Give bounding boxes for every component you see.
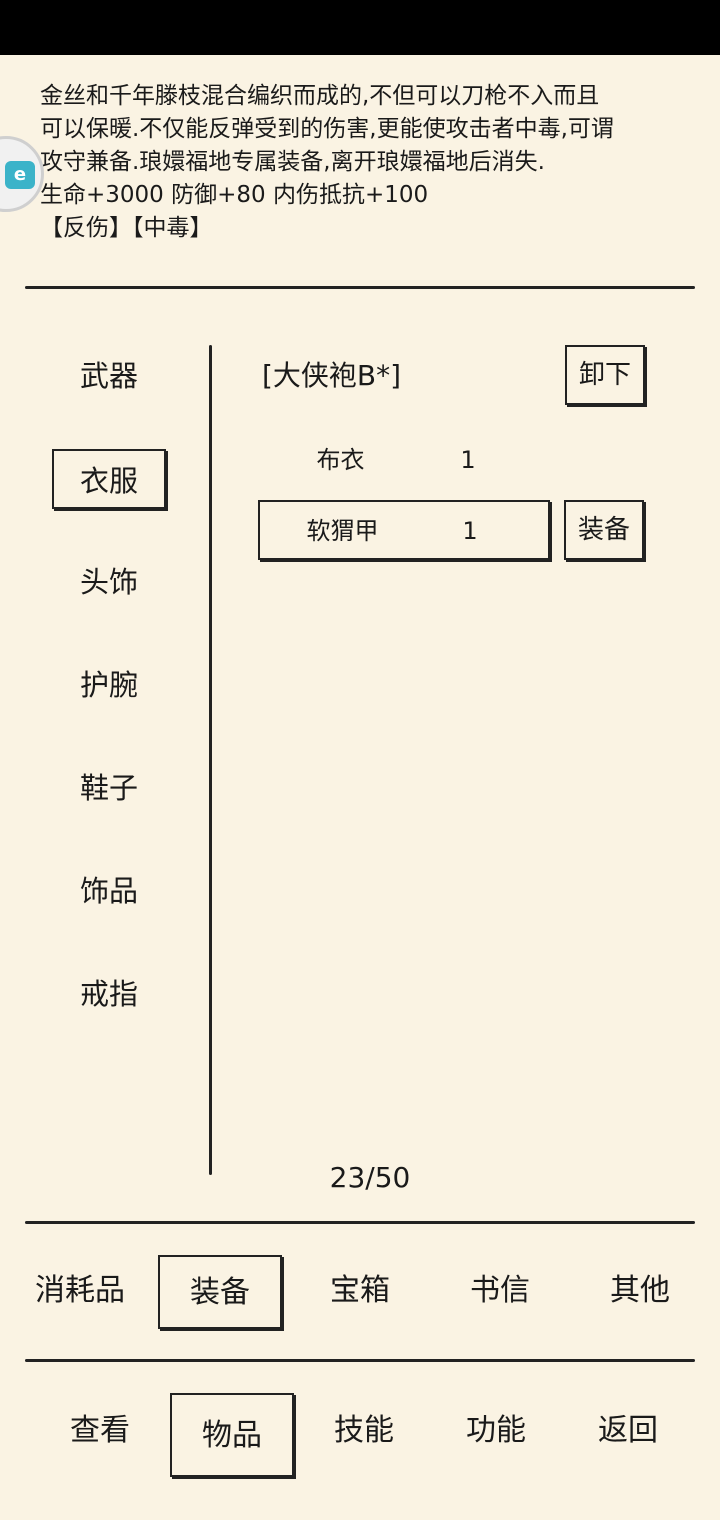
item-name: 软猬甲	[306, 517, 379, 545]
divider-nav	[25, 1359, 695, 1362]
nav-view[interactable]: 查看	[70, 1413, 130, 1448]
sidebar-item-clothes[interactable]: 衣服	[52, 449, 166, 509]
status-bar	[0, 0, 720, 55]
item-description: 金丝和千年滕枝混合编织而成的,不但可以刀枪不入而且 可以保暖.不仅能反弹受到的伤…	[40, 80, 700, 245]
sidebar-item-accessory[interactable]: 饰品	[79, 874, 138, 908]
description-line: 可以保暖.不仅能反弹受到的伤害,更能使攻击者中毒,可谓	[40, 116, 614, 142]
sidebar-divider	[209, 345, 212, 1175]
description-line: 攻守兼备.琅嬛福地专属装备,离开琅嬛福地后消失.	[40, 149, 545, 175]
divider-category	[25, 1221, 695, 1224]
nav-back[interactable]: 返回	[598, 1413, 658, 1448]
list-item-cloth[interactable]: 布衣 1	[258, 431, 550, 491]
item-effects: 【反伤】【中毒】	[40, 215, 213, 241]
sidebar-item-shoes[interactable]: 鞋子	[79, 771, 138, 805]
sidebar-item-bracer[interactable]: 护腕	[79, 668, 138, 702]
description-line: 金丝和千年滕枝混合编织而成的,不但可以刀枪不入而且	[40, 83, 600, 109]
floating-assistant-glyph: e	[5, 161, 35, 189]
divider-top	[25, 286, 695, 289]
equip-button[interactable]: 装备	[564, 500, 644, 560]
inventory-count: 23/50	[329, 1161, 411, 1194]
item-quantity: 1	[460, 446, 476, 474]
tab-treasure-chest[interactable]: 宝箱	[330, 1273, 390, 1308]
nav-functions[interactable]: 功能	[466, 1413, 526, 1448]
floating-assistant-icon[interactable]: e	[0, 136, 44, 212]
sidebar-item-headwear[interactable]: 头饰	[79, 565, 138, 599]
list-item-soft-armor[interactable]: 软猬甲 1	[258, 500, 550, 560]
sidebar-item-weapon[interactable]: 武器	[79, 359, 138, 393]
item-quantity: 1	[462, 517, 478, 545]
tab-consumables[interactable]: 消耗品	[35, 1273, 125, 1308]
item-name: 布衣	[316, 446, 365, 474]
unequip-button[interactable]: 卸下	[565, 345, 645, 405]
tab-letters[interactable]: 书信	[470, 1273, 530, 1308]
nav-items[interactable]: 物品	[170, 1393, 294, 1477]
tab-equipment[interactable]: 装备	[158, 1255, 282, 1329]
nav-skills[interactable]: 技能	[334, 1413, 394, 1448]
item-stats: 生命+3000 防御+80 内伤抵抗+100	[40, 182, 429, 208]
sidebar-item-ring[interactable]: 戒指	[79, 977, 138, 1011]
tab-other[interactable]: 其他	[610, 1273, 670, 1308]
equipped-item-name: [大侠袍B*]	[262, 359, 402, 392]
